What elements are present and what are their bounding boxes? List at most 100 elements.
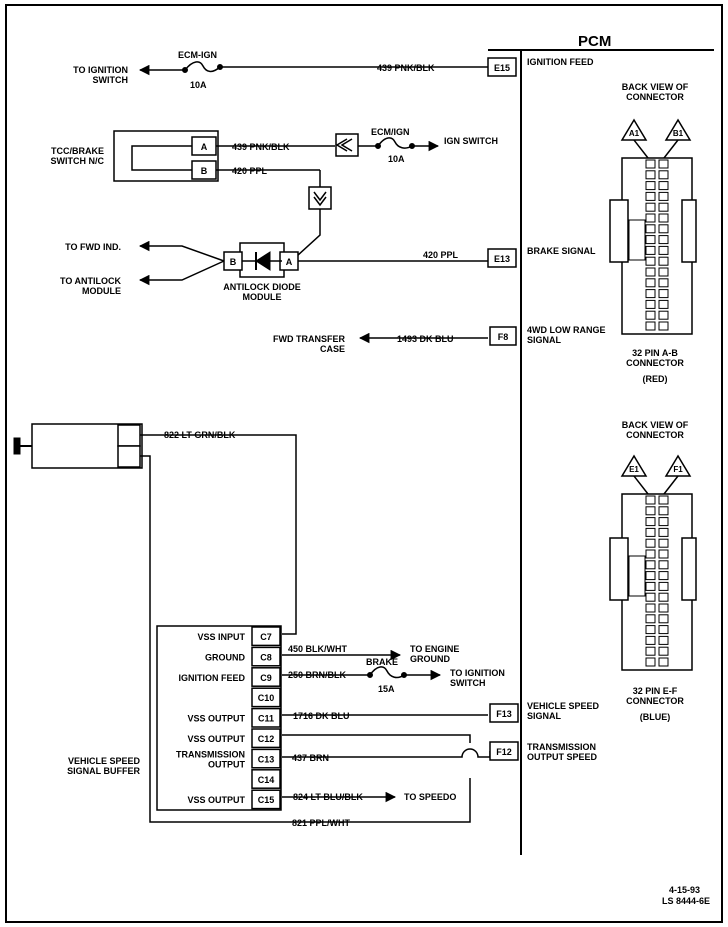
sensor-wire-label: 822 LT GRN/BLK	[164, 430, 236, 440]
connector-cavity	[658, 191, 669, 201]
connector-cavity	[645, 278, 656, 288]
connector-cavity	[658, 614, 669, 624]
buffer-pin-box	[251, 667, 281, 687]
trans-output-wire-label: 437 BRN	[292, 753, 329, 763]
connector-cavity	[645, 213, 656, 223]
connector-cavity	[658, 495, 669, 505]
connector-cavity	[658, 517, 669, 527]
svg-text:A: A	[286, 257, 293, 267]
buffer-pin-label: C13	[258, 754, 275, 764]
pin-f12	[489, 741, 519, 761]
to-fwd-label: TO FWD IND.	[65, 242, 121, 252]
fuse-symbol	[184, 61, 221, 73]
brake-fuse-rating: 15A	[378, 684, 395, 694]
connector-cavity	[658, 213, 669, 223]
wire-b-label: 420 PPL	[232, 166, 268, 176]
connector-cavity	[645, 170, 656, 180]
buffer-row-label: VSS OUTPUT	[187, 714, 245, 724]
buffer-pin-label: C15	[258, 795, 275, 805]
connector-cavity	[658, 506, 669, 516]
connector-cavity	[645, 245, 656, 255]
connector-cavity	[645, 224, 656, 234]
connector-cavity	[645, 527, 656, 537]
fuse-name: ECM-IGN	[178, 50, 217, 60]
connector-ab-color: (RED)	[643, 374, 668, 384]
pin-f13	[489, 703, 519, 723]
connector-cavity	[658, 625, 669, 635]
connector-cavity	[658, 159, 669, 169]
buffer-pin-label: C11	[258, 714, 274, 724]
connector-latch	[628, 555, 646, 597]
connector-cavity	[645, 289, 656, 299]
connector-cavity	[645, 517, 656, 527]
connector-cavity	[645, 603, 656, 613]
svg-text:B: B	[230, 257, 237, 267]
vss-buffer-row: C11 VSS OUTPUT	[187, 707, 281, 728]
diode-symbol	[255, 251, 271, 271]
buffer-pin-box	[251, 687, 281, 708]
svg-text:E1: E1	[629, 465, 639, 474]
connector-cavity	[658, 538, 669, 548]
svg-text:F12: F12	[496, 747, 512, 757]
brake-fuse-name: BRAKE	[366, 657, 398, 667]
connector-cavity	[658, 581, 669, 591]
connector-cavity	[658, 321, 669, 331]
connector-cavity	[645, 235, 656, 245]
wire-a-label: 439 PNK/BLK	[232, 142, 290, 152]
connector-cavity	[658, 202, 669, 212]
connector-cavity	[645, 592, 656, 602]
buffer-pin-box	[251, 789, 281, 810]
connector-cavity	[658, 560, 669, 570]
buffer-pin-label: C14	[258, 775, 275, 785]
connector-cavity	[645, 202, 656, 212]
buffer-row-label: VSS OUTPUT	[187, 795, 245, 805]
connector-cavity	[645, 256, 656, 266]
fuse-symbol	[369, 666, 405, 679]
ground-wire-label: 450 BLK/WHT	[288, 644, 348, 654]
connector-cavity	[658, 571, 669, 581]
fuse-rating: 10A	[190, 80, 207, 90]
connector-cavity	[658, 267, 669, 277]
connector-cavity	[658, 592, 669, 602]
return-wire-label: 821 PPL/WHT	[292, 818, 351, 828]
connector-cavity	[658, 235, 669, 245]
svg-text:F1: F1	[673, 465, 683, 474]
svg-text:B1: B1	[673, 129, 684, 138]
svg-text:A: A	[201, 142, 208, 152]
buffer-pin-label: C9	[260, 673, 272, 683]
connector-cavity	[658, 603, 669, 613]
connector-cavity	[645, 191, 656, 201]
svg-text:A1: A1	[629, 129, 640, 138]
vss-buffer-row: C15 VSS OUTPUT	[187, 789, 281, 810]
vehicle-speed-sensor: 822 LT GRN/BLK 821 PPL/WHT	[13, 423, 471, 828]
pcm-title: PCM	[578, 33, 611, 50]
brake-signal-circuit: 420 PPL E13 BRAKE SIGNAL	[298, 246, 596, 268]
buffer-pin-box	[251, 646, 281, 667]
ignition-wire-label: 250 BRN/BLK	[288, 670, 347, 680]
svg-text:B: B	[201, 166, 208, 176]
buffer-pin-box	[251, 626, 281, 647]
vss-buffer-row: C10	[251, 687, 281, 708]
connector-cavity	[645, 495, 656, 505]
pin-e15-label: E15	[494, 63, 510, 73]
brake-signal-label: BRAKE SIGNAL	[527, 246, 596, 256]
connector-cavity	[658, 310, 669, 320]
connector-cavity	[645, 181, 656, 191]
connector-cavity	[645, 581, 656, 591]
ignition-feed-pcm-label: IGNITION FEED	[527, 57, 594, 67]
connector-latch	[628, 219, 646, 261]
pin-e13	[487, 248, 517, 268]
connector-cavity	[645, 549, 656, 559]
connector-cavity	[658, 527, 669, 537]
